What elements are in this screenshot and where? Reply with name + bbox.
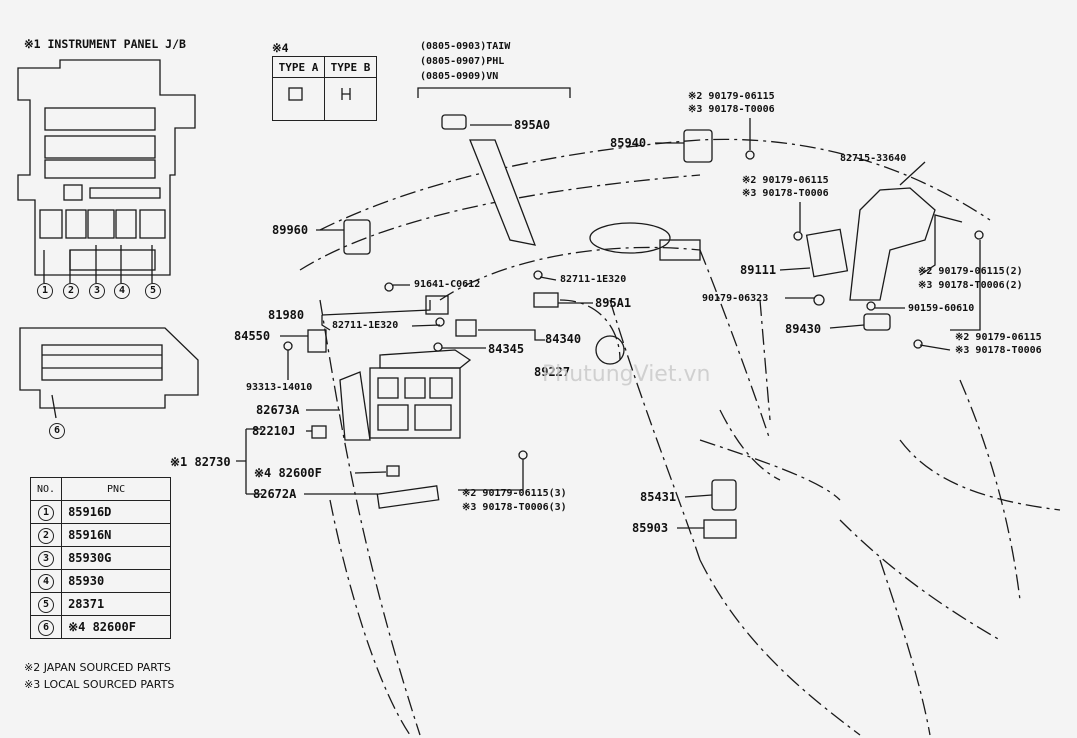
row-pnc: 85930G [61, 546, 172, 570]
part-label-br-90179[interactable]: ※2 90179-06115 [955, 332, 1042, 343]
part-895a0-shape [441, 114, 467, 130]
part-label-84345[interactable]: 84345 [488, 342, 525, 356]
part-label-85940[interactable]: 85940 [610, 136, 647, 150]
part-label-91641[interactable]: 91641-C0612 [414, 279, 481, 290]
part-label-82672a[interactable]: 82672A [253, 487, 297, 501]
part-85903-shape [703, 519, 737, 539]
part-label-mid-90179[interactable]: ※2 90179-06115 [742, 175, 829, 186]
variant-phl: (0805-0907)PHL [420, 56, 505, 67]
table-row: 2 85916N [29, 523, 172, 547]
row-no: 4 [38, 573, 55, 590]
row-no: 1 [38, 504, 55, 521]
row-no: 6 [38, 619, 55, 636]
part-84340-shape [455, 319, 477, 337]
part-label-top-90178[interactable]: ※3 90178-T0006 [688, 104, 775, 115]
type-b-icon [324, 77, 377, 121]
part-89430-shape [863, 313, 891, 331]
part-label-82715[interactable]: 82715-33640 [840, 153, 907, 164]
row-no: 3 [38, 550, 55, 567]
part-82210j-shape [311, 425, 327, 439]
variant-vn: (0805-0909)VN [420, 71, 499, 82]
part-label-89960[interactable]: 89960 [272, 223, 309, 237]
jb-title: ※1 INSTRUMENT PANEL J/B [24, 37, 186, 51]
callout-1: 1 [37, 283, 53, 299]
part-label-895a0[interactable]: 895A0 [514, 118, 551, 132]
callout-6: 6 [49, 423, 65, 439]
part-89960-shape [343, 219, 371, 255]
part-label-90159[interactable]: 90159-60610 [908, 303, 975, 314]
part-label-82673a[interactable]: 82673A [256, 403, 300, 417]
part-label-82210j[interactable]: 82210J [252, 424, 296, 438]
part-label-90179-06323[interactable]: 90179-06323 [702, 293, 769, 304]
part-label-82730[interactable]: ※1 82730 [170, 455, 231, 469]
part-82715-shape [849, 187, 936, 301]
variant-taiw: (0805-0903)TAIW [420, 41, 511, 52]
part-label-top-90179[interactable]: ※2 90179-06115 [688, 91, 775, 102]
part-82730-shape [369, 349, 472, 439]
part-label-85431[interactable]: 85431 [640, 490, 677, 504]
part-84550-shape [307, 329, 327, 353]
type-table: TYPE A TYPE B [272, 56, 377, 121]
junction-block-connector-view [19, 327, 199, 419]
part-81980-shape [425, 295, 449, 315]
part-label-89430[interactable]: 89430 [785, 322, 822, 336]
row-pnc: 85930 [61, 569, 172, 593]
junction-block-top-view [17, 59, 196, 283]
row-pnc: 85916N [61, 523, 172, 547]
callout-4: 4 [114, 283, 130, 299]
part-82673a-shape [339, 371, 371, 441]
part-label-90179-06115-3[interactable]: ※2 90179-06115(3) [462, 488, 567, 499]
part-label-82711-b[interactable]: 82711-1E320 [332, 320, 399, 331]
part-82672a-shape [376, 485, 440, 509]
pnc-legend-table: NO. PNC 1 85916D 2 85916N 3 85930G 4 85930 5… [29, 477, 172, 639]
table-row: 4 85930 [29, 569, 172, 593]
row-pnc: 28371 [61, 592, 172, 616]
table-row: 1 85916D [29, 500, 172, 524]
part-label-93313[interactable]: 93313-14010 [246, 382, 313, 393]
part-label-84340[interactable]: 84340 [545, 332, 582, 346]
type-marker: ※4 [272, 41, 289, 55]
callout-2: 2 [63, 283, 79, 299]
table-row: 3 85930G [29, 546, 172, 570]
col-no-header: NO. [29, 477, 63, 501]
type-a-header: TYPE A [272, 56, 325, 78]
row-no: 2 [38, 527, 55, 544]
part-label-84550[interactable]: 84550 [234, 329, 271, 343]
part-895a1-shape [533, 292, 559, 308]
part-label-89227[interactable]: 89227 [534, 365, 571, 379]
part-label-mid-90178[interactable]: ※3 90178-T0006 [742, 188, 829, 199]
type-a-icon [272, 77, 325, 121]
part-82600f-shape [386, 465, 400, 477]
watermark: PhutungViet.vn [542, 362, 711, 387]
part-label-82711-a[interactable]: 82711-1E320 [560, 274, 627, 285]
callout-5: 5 [145, 283, 161, 299]
part-label-r-90178-2[interactable]: ※3 90178-T0006(2) [918, 280, 1023, 291]
part-label-br-90178[interactable]: ※3 90178-T0006 [955, 345, 1042, 356]
callout-3: 3 [89, 283, 105, 299]
footnote-japan: ※2 JAPAN SOURCED PARTS [24, 661, 171, 674]
row-no: 5 [38, 596, 55, 613]
part-label-r-90179-2[interactable]: ※2 90179-06115(2) [918, 266, 1023, 277]
footnote-local: ※3 LOCAL SOURCED PARTS [24, 678, 175, 691]
type-b-header: TYPE B [324, 56, 377, 78]
row-pnc: 85916D [61, 500, 172, 524]
table-row: 5 28371 [29, 592, 172, 616]
part-label-90178-t0006-3[interactable]: ※3 90178-T0006(3) [462, 502, 567, 513]
part-89111-shape [805, 228, 849, 278]
part-label-82600f[interactable]: ※4 82600F [254, 466, 322, 480]
part-label-89111[interactable]: 89111 [740, 263, 777, 277]
part-85940-shape [683, 129, 713, 163]
part-label-81980[interactable]: 81980 [268, 308, 305, 322]
part-85431-shape [711, 479, 737, 511]
part-label-85903[interactable]: 85903 [632, 521, 669, 535]
part-label-895a1[interactable]: 895A1 [595, 296, 632, 310]
col-pnc-header: PNC [61, 477, 172, 501]
table-row: 6 ※4 82600F [29, 615, 172, 639]
row-pnc: ※4 82600F [61, 615, 172, 639]
